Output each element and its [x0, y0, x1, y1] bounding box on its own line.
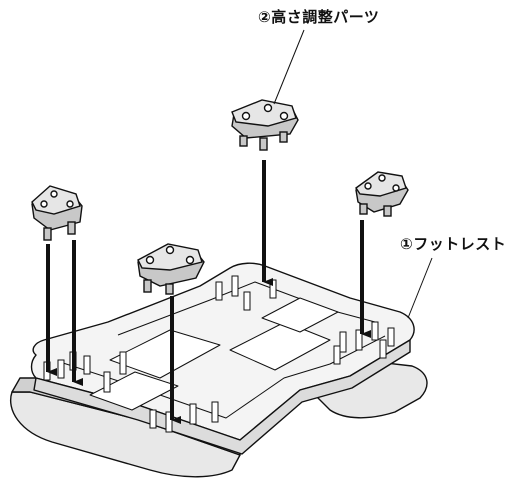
label-height-adjustment-parts: ②高さ調整パーツ — [258, 8, 380, 26]
height-part-middle — [137, 243, 205, 295]
height-part-left — [31, 185, 83, 241]
height-part-top — [231, 99, 299, 151]
base-posts — [43, 275, 395, 433]
leader-part2 — [273, 29, 305, 105]
assembly-arrows — [46, 160, 371, 424]
height-part-right — [355, 171, 409, 217]
leader-lines — [273, 29, 433, 319]
leader-part1 — [407, 257, 433, 319]
footrest-base — [10, 262, 428, 478]
label-footrest: ①フットレスト — [400, 235, 507, 253]
